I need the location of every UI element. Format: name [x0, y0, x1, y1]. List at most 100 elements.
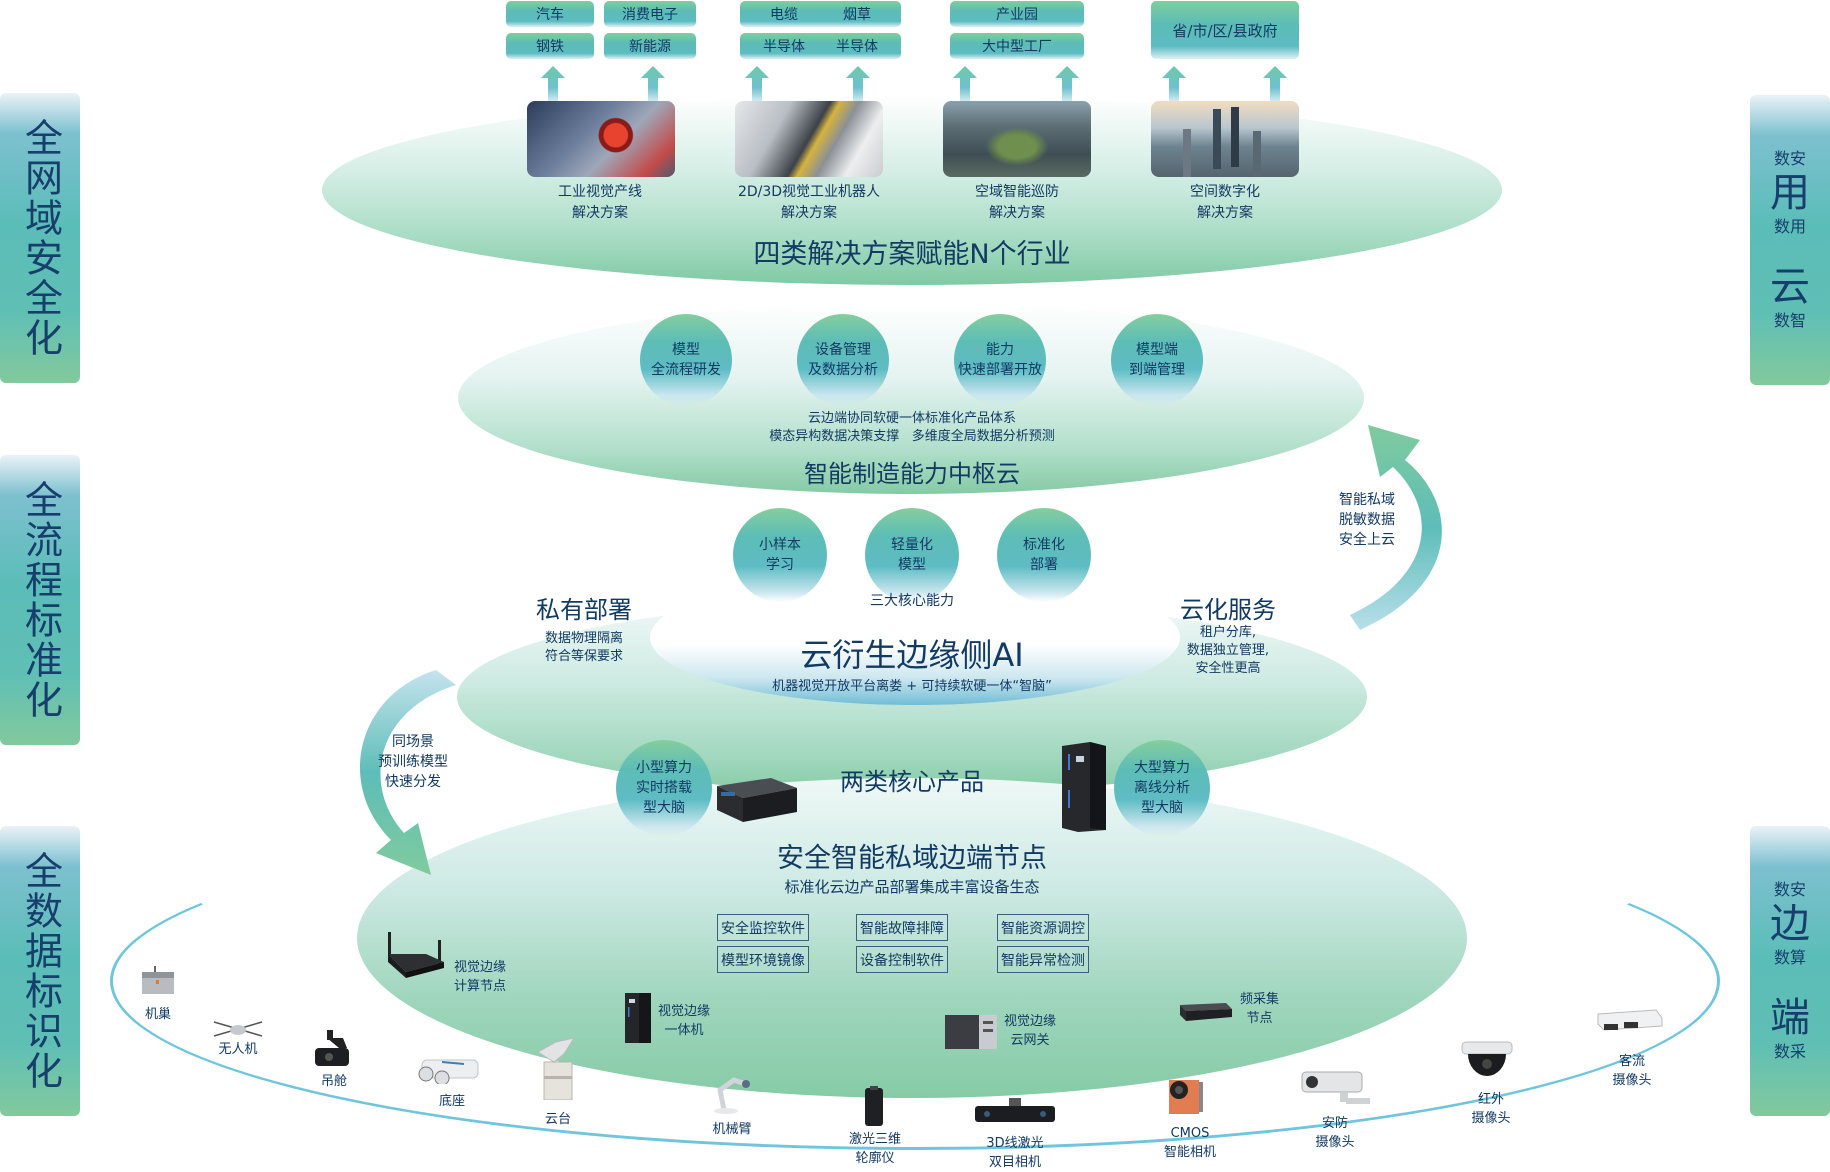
core-ability-bubble: 轻量化模型 — [865, 508, 959, 602]
stereo-camera-icon — [975, 1098, 1055, 1122]
pillar-big-text: 边 — [1770, 901, 1810, 947]
bullet-camera-icon — [1300, 1068, 1374, 1108]
smart-camera-icon — [1165, 1076, 1205, 1116]
vision-robot-photo — [735, 101, 883, 177]
distribute-model-label: 同场景预训练模型快速分发 — [378, 734, 448, 790]
software-module: 模型环境镜像 — [717, 946, 809, 973]
up-arrow-icon — [745, 66, 769, 102]
industrial-vision-line-photo — [527, 101, 675, 177]
pillar-cloud-use: 数安 用 数用 云 数智 — [1750, 95, 1830, 385]
up-arrow-icon — [641, 66, 665, 102]
layer-solutions-title: 四类解决方案赋能N个行业 — [753, 239, 1071, 270]
terminal-device-label: 红外摄像头 — [1471, 1092, 1511, 1126]
pillar-group-edge: 数安 边 数算 — [1770, 879, 1810, 969]
pillar-small-text: 数安 — [1773, 880, 1806, 899]
industry-tag: 汽车 — [506, 1, 594, 27]
industry-tag: 产业园 — [950, 1, 1084, 27]
terminal-device-label: 无人机 — [218, 1042, 258, 1057]
small-compute-box-icon — [713, 772, 799, 824]
private-deploy-desc: 数据物理隔离符合等保要求 — [544, 631, 623, 664]
edge-node-title: 安全智能私域边端节点 — [777, 843, 1047, 874]
pillar-small-text: 数安 — [1773, 149, 1806, 168]
layer-cloud-desc-1: 云边端协同软硬一体标准化产品体系 — [807, 411, 1016, 426]
pillar-label: 全网域安全化 — [18, 118, 63, 358]
pillar-small-text: 数用 — [1773, 217, 1806, 236]
industry-tag: 大中型工厂 — [950, 33, 1084, 59]
upload-to-cloud-arrow-icon — [1350, 425, 1442, 630]
up-arrow-icon — [1263, 66, 1287, 102]
pillar-small-text: 数智 — [1773, 311, 1806, 330]
edge-device-label: 频采集节点 — [1240, 992, 1280, 1026]
core-ability-bubble: 小样本学习 — [733, 508, 827, 602]
airspace-patrol-photo — [943, 101, 1091, 177]
collector-box-icon — [1176, 999, 1234, 1023]
up-arrow-icon — [1055, 66, 1079, 102]
cloud-service-title: 云化服务 — [1180, 596, 1276, 624]
industry-tag: 消费电子 — [604, 1, 696, 27]
pillar-group-terminal: 端 数采 — [1770, 995, 1810, 1063]
large-compute-server-icon — [1060, 740, 1108, 832]
terminal-device-label: 安防摄像头 — [1315, 1116, 1355, 1150]
drone-icon — [212, 1018, 264, 1040]
private-deploy-title: 私有部署 — [536, 596, 632, 624]
terminal-device-label: 吊舱 — [320, 1074, 347, 1089]
distribute-model-arrow-icon — [359, 670, 456, 875]
edge-node-subtitle: 标准化云边产品部署集成丰富设备生态 — [784, 878, 1040, 896]
industry-tag: 半导体 — [813, 33, 901, 59]
layer-cloud-ellipse — [458, 302, 1364, 494]
edge-device-label: 视觉边缘一体机 — [658, 1004, 711, 1038]
pillar-edge-terminal: 数安 边 数算 端 数采 — [1750, 826, 1830, 1116]
edge-device-label: 视觉边缘云网关 — [1004, 1014, 1057, 1048]
up-arrow-icon — [541, 66, 565, 102]
pillar-label: 全数据标识化 — [18, 851, 63, 1091]
pillar-full-process-standardization: 全流程标准化 — [0, 455, 80, 745]
dome-camera-icon — [1460, 1040, 1514, 1080]
pillar-full-data-identification: 全数据标识化 — [0, 826, 80, 1116]
software-module: 智能资源调控 — [997, 914, 1089, 941]
software-module: 设备控制软件 — [856, 946, 948, 973]
terminal-device-label: 底座 — [438, 1094, 465, 1109]
layer-cloud-desc-2: 模态异构数据决策支撑 多维度全局数据分析预测 — [769, 429, 1055, 444]
layer-cloud-title: 智能制造能力中枢云 — [804, 460, 1020, 488]
core-ability-bubble: 标准化部署 — [997, 508, 1091, 602]
gateway-box-icon — [945, 1011, 997, 1051]
capability-bubble: 设备管理及数据分析 — [797, 314, 889, 406]
pillar-label: 全流程标准化 — [18, 480, 63, 720]
up-arrow-icon — [846, 66, 870, 102]
pillar-full-network-security: 全网域安全化 — [0, 93, 80, 383]
core-products-title: 两类核心产品 — [840, 768, 984, 796]
pillar-group-use: 数安 用 数用 — [1770, 148, 1810, 238]
industry-tag: 烟草 — [813, 1, 901, 27]
small-compute-bubble: 小型算力实时搭载型大脑 — [616, 740, 712, 836]
gimbal-pod-icon — [313, 1030, 355, 1068]
terminal-device-label: 机巢 — [144, 1007, 171, 1022]
pillar-big-text: 用 — [1770, 170, 1810, 216]
robot-arm-icon — [710, 1074, 752, 1114]
up-arrow-icon — [953, 66, 977, 102]
terminal-device-label: 激光三维轮廓仪 — [848, 1132, 901, 1166]
solution-label: 空域智能巡防解决方案 — [975, 184, 1059, 221]
industry-tag: 省/市/区/县政府 — [1151, 1, 1299, 59]
solution-label: 2D/3D视觉工业机器人解决方案 — [737, 184, 881, 221]
laser-profiler-icon — [865, 1086, 883, 1126]
software-module: 安全监控软件 — [717, 914, 809, 941]
pillar-group-cloud: 云 数智 — [1770, 264, 1810, 332]
up-arrow-icon — [1162, 66, 1186, 102]
people-counter-camera-icon — [1596, 1008, 1664, 1036]
software-module: 智能故障排障 — [856, 914, 948, 941]
capability-bubble: 模型全流程研发 — [640, 314, 732, 406]
pillar-small-text: 数采 — [1773, 1042, 1806, 1061]
edge-ai-subtitle: 机器视觉开放平台离娄 + 可持续软硬一体“智脑” — [772, 679, 1052, 694]
terminal-device-label: 客流摄像头 — [1612, 1054, 1652, 1088]
solution-label: 空间数字化解决方案 — [1190, 184, 1260, 221]
industry-tag: 新能源 — [604, 33, 696, 59]
capability-bubble: 模型端到端管理 — [1111, 314, 1203, 406]
server-tower-icon — [625, 993, 651, 1043]
layer-solutions-ellipse — [322, 95, 1502, 285]
core-abilities-label: 三大核心能力 — [870, 593, 954, 609]
terminal-device-label: 云台 — [544, 1112, 571, 1127]
capability-bubble: 能力快速部署开放 — [954, 314, 1046, 406]
robot-base-icon — [414, 1056, 480, 1086]
software-module: 智能异常检测 — [997, 946, 1089, 973]
